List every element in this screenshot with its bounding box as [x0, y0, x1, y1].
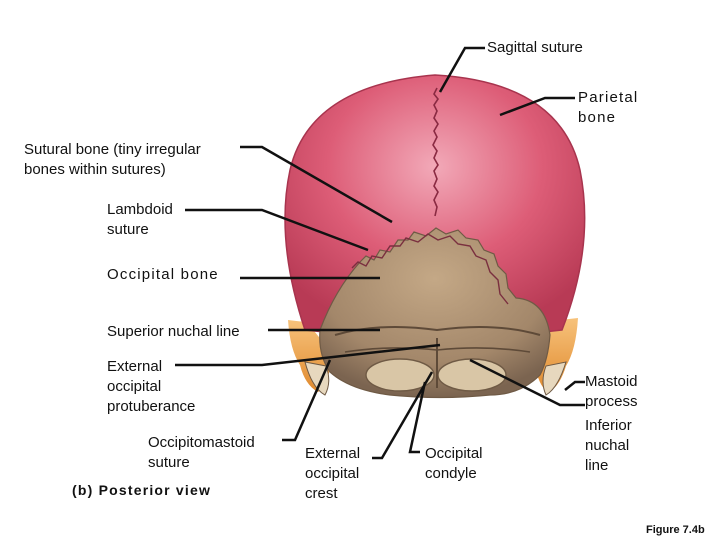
- label-sutural-bone: Sutural bone (tiny irregular bones withi…: [24, 141, 201, 178]
- left-occipital-condyle: [365, 358, 435, 392]
- label-occipitomastoid-suture: Occipitomastoid suture: [148, 434, 255, 471]
- label-external-occipital-crest: External occipital crest: [305, 445, 361, 502]
- leader-crest: [372, 371, 434, 460]
- leader-lines: [175, 46, 585, 460]
- leader-sagittal: [438, 46, 485, 93]
- view-caption: (b) Posterior view: [72, 482, 212, 498]
- figure-number: Figure 7.4b: [646, 524, 705, 536]
- leader-parietal: [499, 96, 575, 117]
- left-mastoid: [304, 361, 330, 396]
- label-inferior-nuchal-line: Inferior nuchal line: [585, 417, 632, 474]
- leader-occipitomastoid: [282, 359, 332, 442]
- leader-lambdoid: [185, 208, 369, 252]
- right-occipital-condyle: [437, 358, 507, 392]
- label-occipital-bone: Occipital bone: [107, 266, 219, 283]
- leader-protuberance: [175, 343, 441, 367]
- leader-inferior-nuchal: [469, 358, 585, 407]
- right-mastoid: [542, 361, 567, 396]
- lambdoid-suture-line: [351, 233, 509, 305]
- occipital-bone-shape: [319, 227, 551, 399]
- leader-mastoid: [564, 380, 585, 391]
- label-parietal-bone: Parietal bone: [578, 89, 639, 126]
- label-occipital-condyle: Occipital condyle: [425, 445, 483, 482]
- label-lambdoid-suture: Lambdoid suture: [107, 201, 173, 238]
- label-superior-nuchal-line: Superior nuchal line: [107, 323, 240, 340]
- label-external-occipital-protuberance: External occipital protuberance: [107, 358, 196, 415]
- label-sagittal-suture: Sagittal suture: [487, 39, 583, 56]
- leader-condyle: [408, 381, 427, 454]
- label-mastoid-process: Mastoid process: [585, 373, 638, 410]
- leader-sutural: [240, 145, 393, 224]
- sagittal-suture-line: [432, 87, 439, 217]
